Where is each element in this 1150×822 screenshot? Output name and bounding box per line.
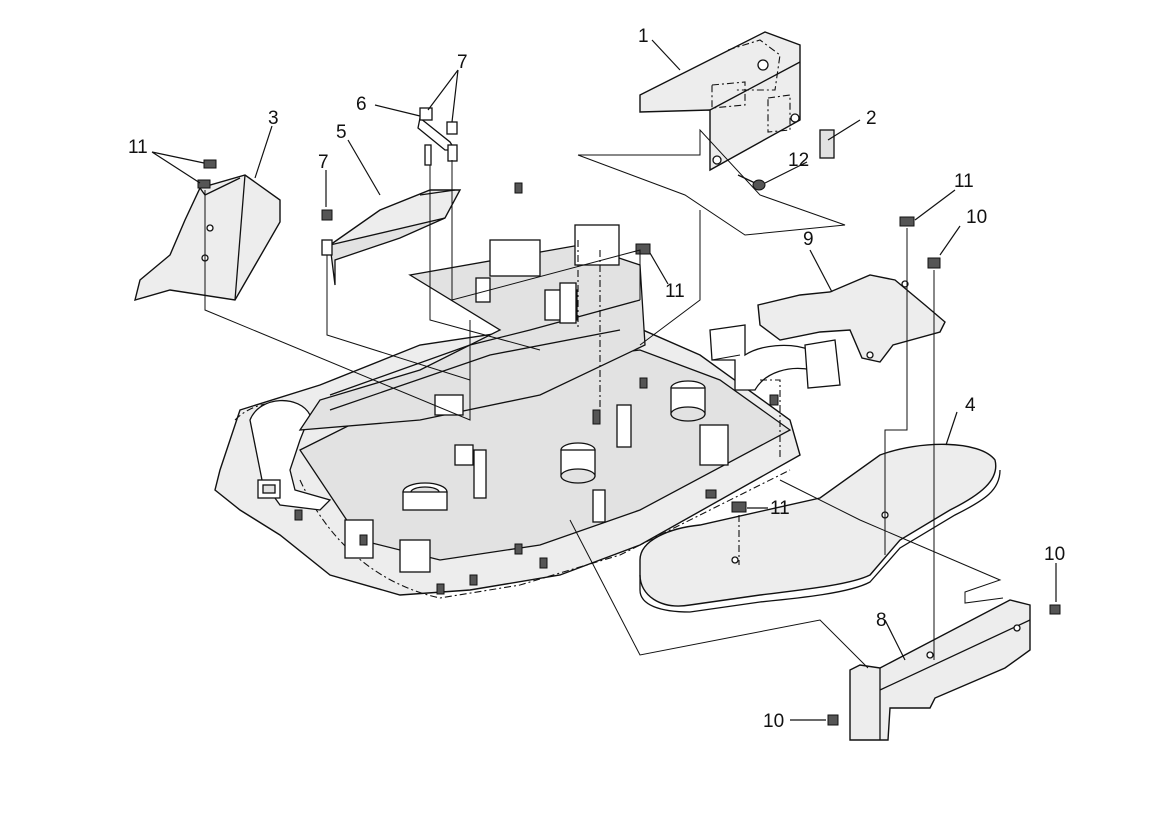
callout-labels: 1 2 3 4 5 6 7 7 8 9 10 10 10 11 11 11 11… xyxy=(128,26,1065,732)
part-5-center-shield xyxy=(329,189,462,286)
callout-11-center: 11 xyxy=(665,281,685,302)
callout-11-left: 11 xyxy=(128,137,148,158)
part-7-spacer-left xyxy=(321,239,333,256)
spindle-center xyxy=(560,442,596,484)
callout-7-top: 7 xyxy=(457,52,468,73)
part-3-left-belt-shield xyxy=(134,174,281,302)
frame-post-b xyxy=(559,282,577,324)
callout-8: 8 xyxy=(876,610,887,631)
spindle-left xyxy=(402,482,448,511)
part-10-bolt-top xyxy=(927,257,941,269)
frame-bracket-right xyxy=(574,224,620,266)
callout-2: 2 xyxy=(866,108,877,129)
callout-3: 3 xyxy=(268,108,279,129)
part-8-side-plate xyxy=(849,599,1031,741)
mower-deck-assembly xyxy=(214,182,841,599)
leader-lines xyxy=(151,39,1057,721)
frame-bracket-left xyxy=(489,239,541,277)
callout-11-low: 11 xyxy=(770,498,790,519)
part-11-bolt-center xyxy=(635,243,651,255)
deck-fastener-set xyxy=(294,182,779,595)
belt-guide-block xyxy=(454,444,474,466)
assembly-guide-lines xyxy=(204,160,935,660)
pivot-block xyxy=(434,394,464,416)
callout-6: 6 xyxy=(356,94,367,115)
part-11-bolt-right-low xyxy=(731,501,747,513)
front-bracket-center xyxy=(399,539,431,573)
part-6-linkage-arm xyxy=(417,107,458,166)
frame-rail-edge xyxy=(329,299,641,411)
callout-10-top: 10 xyxy=(966,207,987,228)
part-4-belt-cover xyxy=(639,443,1001,613)
front-bracket-left xyxy=(344,519,374,559)
part-10-bolt-right xyxy=(1049,604,1061,615)
idler-post-center xyxy=(616,404,632,448)
callout-9: 9 xyxy=(803,229,814,250)
callout-12: 12 xyxy=(788,150,809,171)
idler-post-front xyxy=(592,489,606,523)
idler-post-left xyxy=(473,449,487,499)
part-11-bolt-right-top xyxy=(899,216,915,227)
callout-10-bottom: 10 xyxy=(763,711,784,732)
part-11-bolt-left xyxy=(197,159,217,189)
callout-4: 4 xyxy=(965,395,976,416)
part-1-mount-plane xyxy=(577,128,846,236)
part-1-control-cover xyxy=(639,31,801,172)
idler-arm-bracket xyxy=(699,424,729,466)
deck-warning-plate-inner xyxy=(262,484,276,494)
part-8-mount-plane xyxy=(569,479,1004,669)
callout-1: 1 xyxy=(638,26,649,47)
discharge-tube xyxy=(804,339,841,389)
callout-10-right: 10 xyxy=(1044,544,1065,565)
callout-7-left: 7 xyxy=(318,152,329,173)
part-10-bolt-bottom xyxy=(827,714,839,726)
part-7-nut-left xyxy=(321,209,333,221)
callout-5: 5 xyxy=(336,122,347,143)
part-2-decal xyxy=(819,129,835,159)
part-12-screw xyxy=(737,174,766,191)
spindle-right xyxy=(670,380,706,422)
callout-11-right: 11 xyxy=(954,171,974,192)
